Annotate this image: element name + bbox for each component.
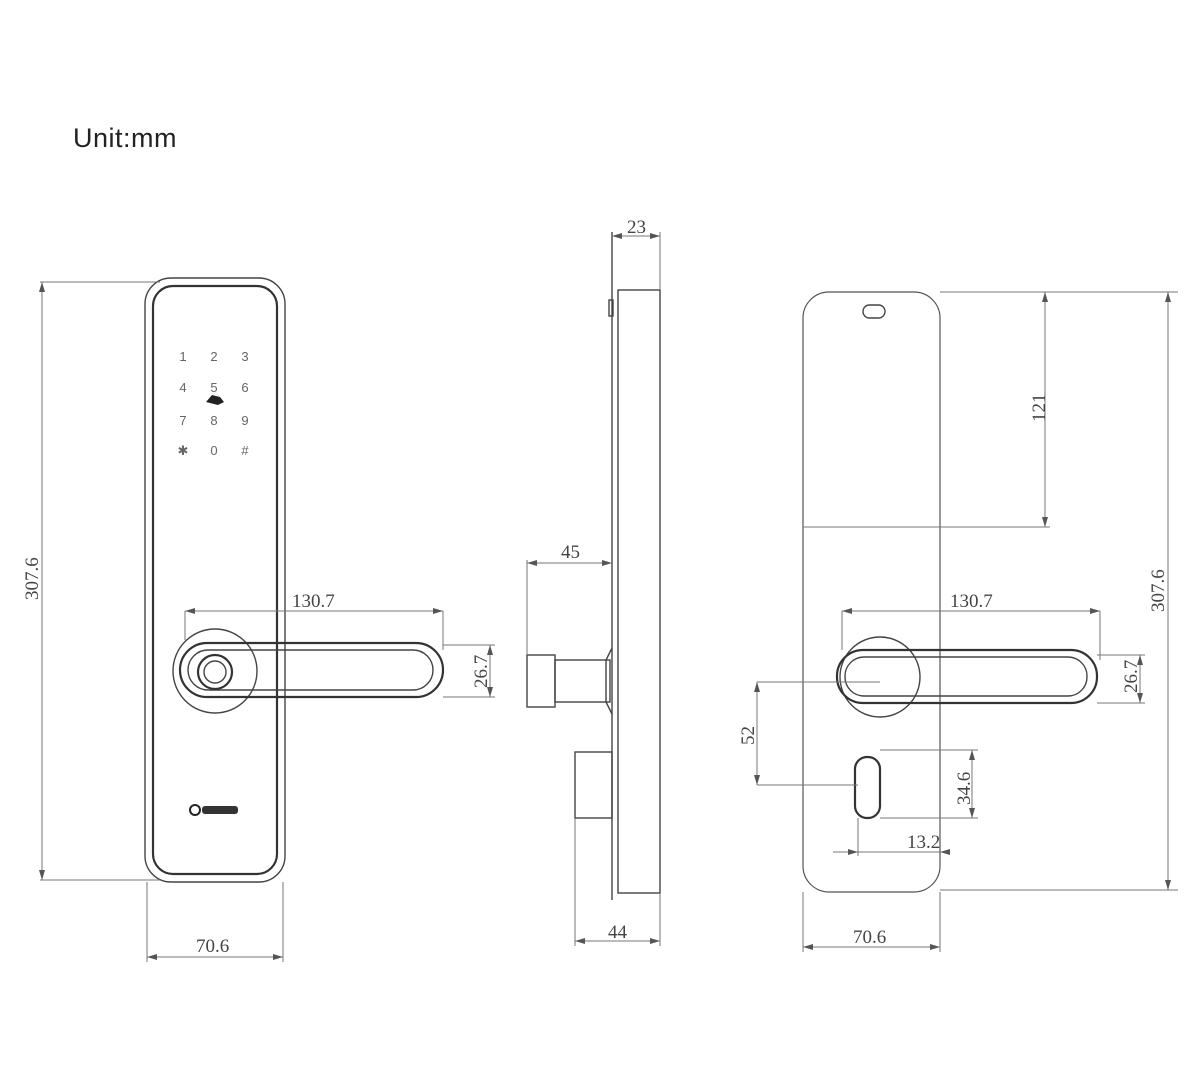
key-hash: # bbox=[241, 443, 249, 458]
key-5: 5 bbox=[210, 380, 217, 395]
total-depth-label: 44 bbox=[608, 922, 628, 943]
handle-lever-outer bbox=[178, 641, 445, 699]
key-9: 9 bbox=[241, 413, 248, 428]
plate-depth-label: 23 bbox=[627, 217, 646, 238]
back-view: 121 307.6 130.7 26.7 52 34.6 13.2 70.6 bbox=[738, 291, 1178, 952]
back-height-label: 307.6 bbox=[1148, 569, 1169, 612]
key-6: 6 bbox=[241, 380, 248, 395]
back-top-slot bbox=[862, 304, 886, 319]
side-body bbox=[617, 289, 661, 894]
fingerprint-sensor-icon bbox=[196, 653, 234, 691]
front-view: 1 2 3 4 5 6 7 8 9 ✱ 0 # 307.6 bbox=[22, 277, 495, 962]
side-rosette bbox=[605, 647, 613, 715]
front-plate-outer bbox=[144, 277, 286, 883]
slot-height-label: 34.6 bbox=[954, 772, 975, 805]
side-tab bbox=[608, 299, 614, 317]
handle-lever-inner bbox=[187, 649, 434, 691]
handle-projection-label: 45 bbox=[561, 542, 580, 563]
side-knob bbox=[574, 751, 613, 819]
slot-offset-label: 13.2 bbox=[907, 832, 940, 853]
keypad: 1 2 3 4 5 6 7 8 9 ✱ 0 # bbox=[178, 349, 250, 458]
back-lever-inner bbox=[844, 656, 1088, 697]
key-3: 3 bbox=[241, 349, 248, 364]
nfc-card-icon bbox=[206, 395, 224, 405]
side-handle-end bbox=[526, 654, 556, 708]
back-handle-length-label: 130.7 bbox=[950, 591, 993, 612]
key-8: 8 bbox=[210, 413, 217, 428]
fingerprint-sensor-inner bbox=[203, 660, 227, 684]
side-view: 23 45 44 bbox=[526, 217, 661, 946]
back-lever-outer bbox=[835, 648, 1099, 705]
key-4: 4 bbox=[179, 380, 186, 395]
logo-wordmark bbox=[202, 806, 238, 814]
key-0: 0 bbox=[210, 443, 217, 458]
side-handle-shaft bbox=[554, 659, 611, 703]
handle-to-slot-label: 52 bbox=[738, 726, 759, 745]
front-width-label: 70.6 bbox=[196, 936, 229, 957]
back-width-label: 70.6 bbox=[853, 927, 886, 948]
key-2: 2 bbox=[210, 349, 217, 364]
back-handle-height-label: 26.7 bbox=[1121, 660, 1142, 693]
front-handle-height-label: 26.7 bbox=[471, 655, 492, 688]
back-key-slot bbox=[853, 755, 882, 820]
back-plate bbox=[802, 291, 941, 893]
brand-logo bbox=[189, 804, 238, 816]
back-rosette bbox=[839, 636, 921, 718]
front-plate-inner bbox=[151, 284, 279, 876]
front-height-label: 307.6 bbox=[22, 557, 43, 600]
top-section-label: 121 bbox=[1029, 394, 1050, 423]
key-7: 7 bbox=[179, 413, 186, 428]
key-star: ✱ bbox=[178, 443, 189, 458]
unit-label: Unit:mm bbox=[73, 123, 177, 153]
key-1: 1 bbox=[179, 349, 186, 364]
front-handle-length-label: 130.7 bbox=[292, 591, 335, 612]
logo-icon bbox=[189, 804, 201, 816]
handle-rosette bbox=[172, 628, 258, 714]
